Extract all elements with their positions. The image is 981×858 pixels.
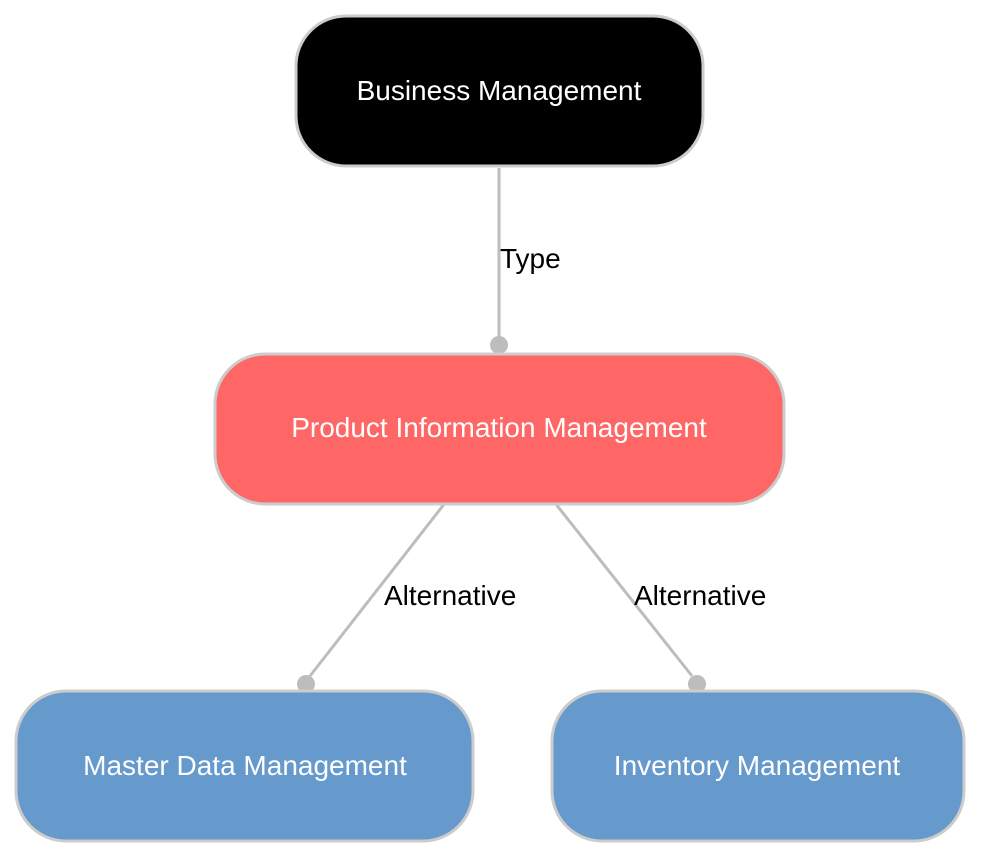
- edge-business-to-pim: Type: [490, 168, 561, 354]
- edge-label-alternative-right: Alternative: [634, 580, 766, 611]
- node-box: [14, 689, 475, 843]
- edge-line: [308, 502, 447, 677]
- edge-label-type: Type: [500, 243, 561, 274]
- node-box: [550, 689, 966, 843]
- edge-dot-endpoint: [490, 336, 508, 354]
- edge-label-alternative-left: Alternative: [384, 580, 516, 611]
- edge-line: [553, 502, 694, 677]
- node-business-management[interactable]: Business Management: [294, 14, 705, 168]
- node-inventory-management[interactable]: Inventory Management: [550, 689, 966, 843]
- node-box: [294, 14, 705, 168]
- node-product-information-management[interactable]: Product Information Management: [213, 352, 786, 506]
- node-label-inventory-management: Inventory Management: [614, 750, 901, 781]
- edge-dot-endpoint: [297, 675, 315, 693]
- edge-pim-to-inventory: Alternative: [553, 502, 766, 693]
- node-master-data-management[interactable]: Master Data Management: [14, 689, 475, 843]
- edge-pim-to-mdm: Alternative: [297, 502, 516, 693]
- node-label-master-data-management: Master Data Management: [83, 750, 407, 781]
- edge-dot-endpoint: [688, 675, 706, 693]
- node-box: [213, 352, 786, 506]
- node-label-product-information-management: Product Information Management: [291, 412, 707, 443]
- node-label-business-management: Business Management: [357, 75, 642, 106]
